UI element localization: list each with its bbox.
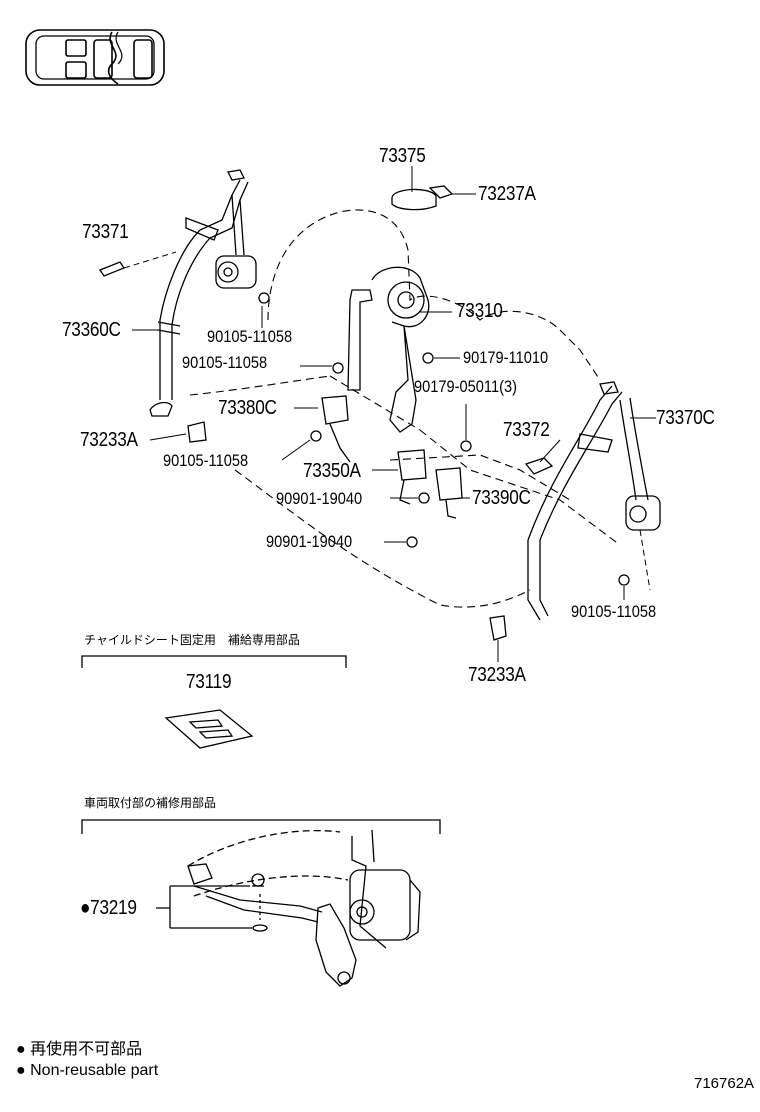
- part-73219-leader: [156, 885, 252, 929]
- label-73310: 73310: [456, 300, 503, 322]
- label-90105-11058-c: 90105-11058: [163, 451, 249, 470]
- label-73370C: 73370C: [656, 407, 715, 429]
- center-buckles: [321, 395, 463, 519]
- label-73237A: 73237A: [478, 183, 536, 205]
- vehicle-icon: [25, 29, 165, 86]
- label-73219: ●73219: [80, 897, 137, 919]
- bolt-icons: [258, 292, 630, 586]
- leader-lines: [123, 166, 656, 662]
- right-seatbelt-assembly: [527, 381, 661, 621]
- label-73390C: 73390C: [472, 487, 531, 509]
- label-90105-11058-a: 90105-11058: [207, 327, 293, 346]
- label-90105-11058-d: 90105-11058: [571, 602, 657, 621]
- legend-line-english: ● Non-reusable part: [16, 1062, 159, 1079]
- label-73360C: 73360C: [62, 319, 121, 341]
- part-73233A-right-icon: [489, 615, 507, 641]
- legend-line-japanese: ● 再使用不可部品: [16, 1041, 143, 1058]
- label-73372: 73372: [503, 419, 550, 441]
- part-73375-icon: [391, 188, 437, 211]
- label-90179-05011: 90179-05011(3): [414, 377, 517, 396]
- label-73350A: 73350A: [303, 460, 361, 482]
- part-73372-icon: [524, 457, 554, 475]
- label-73233A-left: 73233A: [80, 429, 138, 451]
- label-73119: 73119: [186, 671, 232, 693]
- illustration-code: 716762A: [694, 1075, 755, 1092]
- label-90105-11058-b: 90105-11058: [182, 353, 268, 372]
- label-90179-11010: 90179-11010: [463, 348, 549, 367]
- label-90901-19040-a: 90901-19040: [276, 489, 363, 508]
- center-retractor: [347, 266, 430, 433]
- left-seatbelt-assembly: [149, 169, 257, 417]
- label-73233A-right: 73233A: [468, 664, 526, 686]
- part-73237A-icon: [428, 185, 454, 199]
- child-seat-bracket: [81, 655, 347, 668]
- child-seat-section-title: チャイルドシート固定用 補給専用部品: [84, 633, 300, 647]
- label-73371: 73371: [82, 221, 129, 243]
- vehicle-mount-bracket: [81, 819, 441, 834]
- label-73380C: 73380C: [218, 397, 277, 419]
- label-90901-19040-b: 90901-19040: [266, 532, 353, 551]
- vehicle-mount-detail: [187, 829, 421, 987]
- part-73371-icon: [99, 261, 125, 277]
- part-73233A-left-icon: [187, 421, 207, 443]
- seat-outline: [189, 209, 621, 608]
- vehicle-mount-section-title: 車両取付部の補修用部品: [84, 796, 217, 810]
- label-73375: 73375: [379, 145, 426, 167]
- part-73119-icon: [164, 709, 254, 749]
